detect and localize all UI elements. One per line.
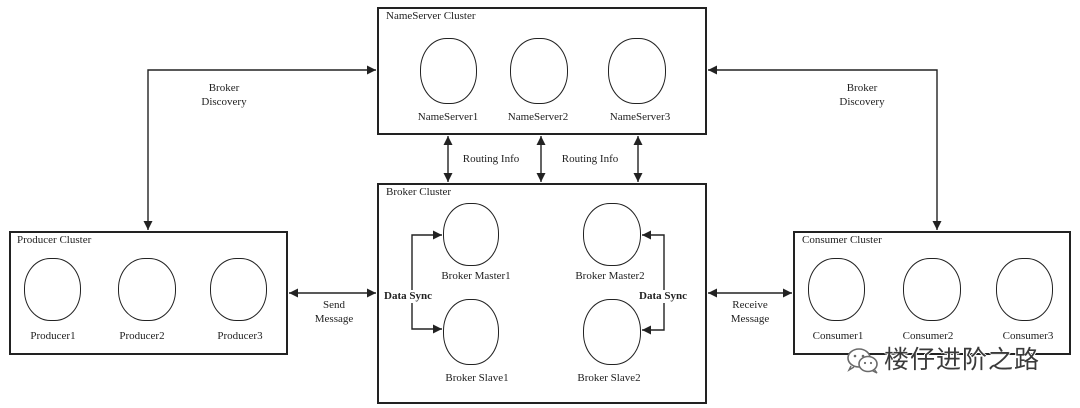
broker-discovery-producer-arrow	[143, 65, 376, 230]
broker-master1-label: Broker Master1	[441, 270, 511, 282]
consumer2-label: Consumer2	[902, 330, 954, 342]
data-sync-left-bracket	[411, 230, 442, 334]
routing-info-label-2: Routing Info	[561, 153, 619, 165]
data-sync-left-label: Data Sync	[383, 290, 433, 303]
watermark-text: 楼仔进阶之路	[884, 345, 1041, 374]
routing-info-label-1: Routing Info	[462, 153, 520, 165]
data-sync-right-label: Data Sync	[638, 290, 688, 303]
broker-discovery-consumer-arrow	[708, 65, 942, 230]
producer3-node	[210, 258, 267, 321]
nameserver1-label: NameServer1	[417, 111, 479, 123]
broker-master2-node	[583, 203, 641, 266]
consumer3-label: Consumer3	[1002, 330, 1054, 342]
receive-message-line2: Message	[730, 313, 770, 325]
producer-cluster-title: Producer Cluster	[17, 234, 92, 246]
producer1-node	[24, 258, 81, 321]
nameserver1-node	[420, 38, 477, 104]
consumer1-node	[808, 258, 865, 321]
producer2-node	[118, 258, 176, 321]
send-message-line2: Message	[314, 313, 354, 325]
broker-slave2-label: Broker Slave2	[577, 372, 641, 384]
consumer3-node	[996, 258, 1053, 321]
consumer-cluster-title: Consumer Cluster	[802, 234, 882, 246]
broker-master2-label: Broker Master2	[575, 270, 645, 282]
broker-slave1-node	[443, 299, 499, 365]
broker-slave2-node	[583, 299, 641, 365]
consumer1-label: Consumer1	[812, 330, 864, 342]
receive-message-label: Receive Message	[710, 298, 790, 326]
producer1-label: Producer1	[30, 330, 76, 342]
producer3-label: Producer3	[217, 330, 263, 342]
producer-cluster: Producer Cluster Producer1 Producer2 Pro…	[9, 231, 288, 355]
broker-slave1-label: Broker Slave1	[445, 372, 509, 384]
nameserver3-label: NameServer3	[609, 111, 671, 123]
broker-master1-node	[443, 203, 499, 266]
broker-cluster: Broker Cluster Broker Master1 Broker Mas…	[377, 183, 707, 404]
data-sync-right-bracket	[642, 230, 665, 335]
producer2-label: Producer2	[119, 330, 165, 342]
wechat-icon	[847, 348, 878, 374]
nameserver-cluster: NameServer Cluster NameServer1 NameServe…	[377, 7, 707, 135]
broker-cluster-title: Broker Cluster	[386, 186, 452, 198]
send-message-label: Send Message	[294, 298, 374, 326]
nameserver2-node	[510, 38, 568, 104]
consumer-cluster: Consumer Cluster Consumer1 Consumer2 Con…	[793, 231, 1071, 355]
nameserver-cluster-title: NameServer Cluster	[386, 10, 476, 22]
nameserver3-node	[608, 38, 666, 104]
send-message-line1: Send	[323, 299, 345, 311]
receive-message-line1: Receive	[732, 299, 768, 311]
nameserver2-label: NameServer2	[507, 111, 569, 123]
consumer2-node	[903, 258, 961, 321]
